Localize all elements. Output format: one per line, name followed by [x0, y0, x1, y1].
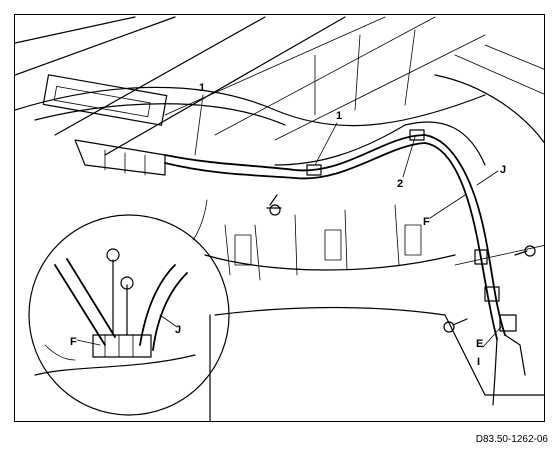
callout-f-detail: F	[70, 336, 77, 348]
callout-j: J	[500, 164, 506, 176]
line-clamps	[306, 129, 517, 332]
callout-2: 2	[397, 178, 403, 190]
callout-f: F	[423, 216, 430, 228]
detail-magnifier	[28, 199, 230, 416]
refrigerant-lines	[164, 121, 526, 406]
leader-lines	[76, 94, 502, 348]
callout-i: I	[477, 356, 480, 368]
callout-e: E	[476, 338, 483, 350]
figure-reference-code: D83.50-1262-06	[475, 434, 548, 445]
callout-1-left: 1	[199, 82, 205, 94]
exploded-view-drawing: 1 1 2 J F E I F J	[15, 16, 544, 421]
roof-structure	[15, 16, 544, 156]
callout-1-right: 1	[336, 110, 342, 122]
trim-panel	[42, 74, 168, 176]
body-floor	[204, 204, 544, 421]
diagram-frame: 1 1 2 J F E I F J	[14, 14, 545, 422]
screws	[266, 194, 536, 333]
callout-j-detail: J	[175, 324, 181, 336]
